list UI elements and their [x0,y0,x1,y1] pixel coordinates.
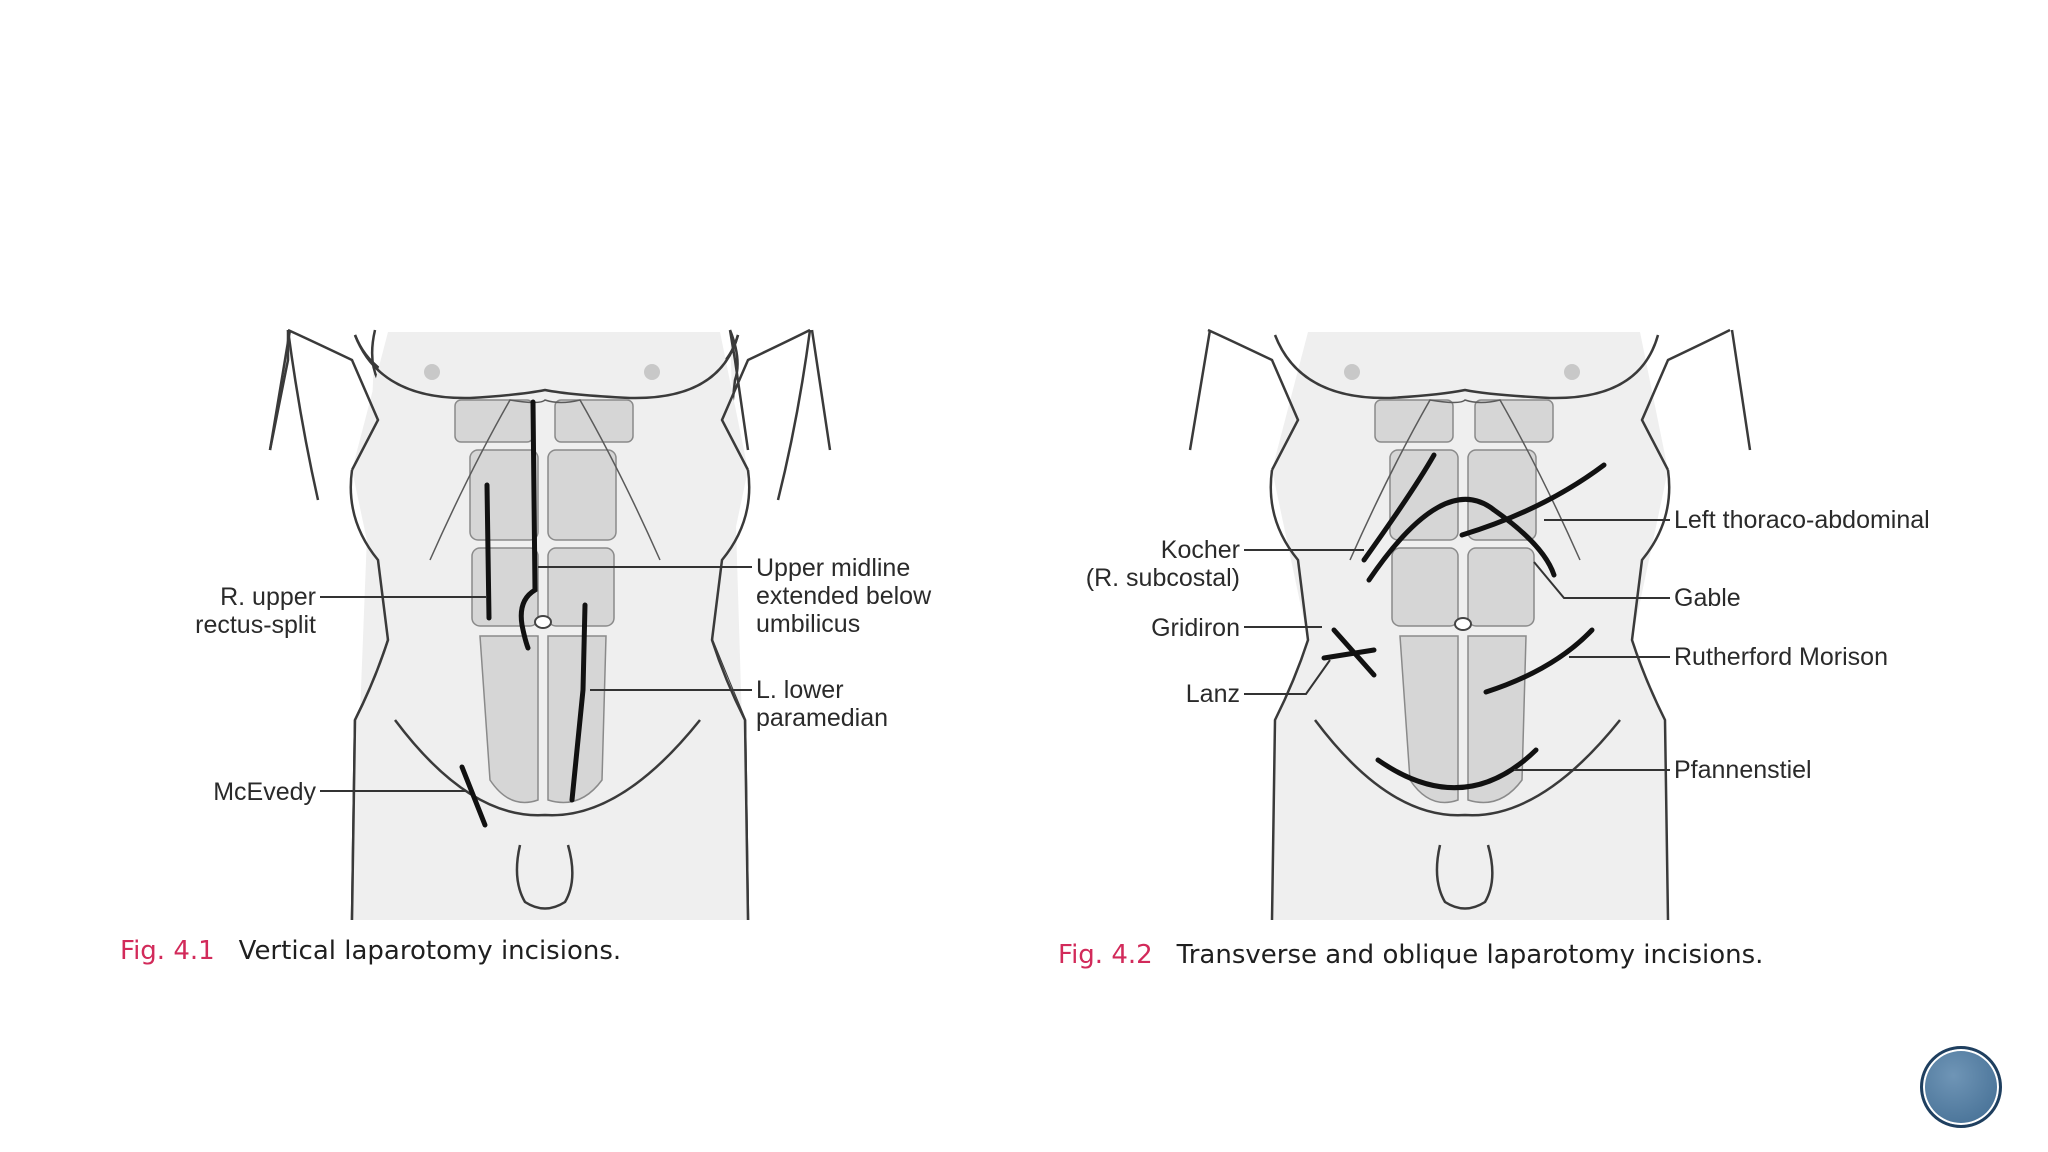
right-arm [776,329,812,501]
incisions-vertical [459,399,588,828]
label-upper-midline-2: extended below [756,582,932,610]
label-upper-midline-3: umbilicus [756,610,860,638]
label-kocher-1: Kocher [1161,536,1240,564]
caption-fig-4-1: Fig. 4.1 Vertical laparotomy incisions. [120,936,621,966]
costal-margin-2 [1349,399,1581,561]
umbilicus-2 [1454,617,1472,631]
incision-mcevedy [459,764,488,828]
incision-pfannenstiel [1375,747,1539,791]
rectus-muscles-2 [1374,399,1554,804]
figure-vertical-incisions: R. upper rectus-split Upper midline exte… [120,328,932,966]
body-silhouette [268,329,750,921]
incision-upper-midline [518,399,538,651]
label-mcevedy: McEvedy [213,778,316,806]
label-r-upper-1: R. upper [220,583,316,611]
leader-lines-1 [320,566,752,792]
slide-nav-badge[interactable] [1920,1046,2002,1128]
label-gridiron: Gridiron [1151,614,1240,642]
incision-gable [1366,496,1557,583]
leader-lines-2 [1244,519,1670,771]
incision-kocher [1361,452,1437,563]
caption-fig-4-2: Fig. 4.2 Transverse and oblique laparotom… [1058,940,1763,970]
caption-number-2: Fig. 4.2 [1058,940,1153,970]
incision-r-upper-rectus [484,482,492,621]
label-left-thoraco: Left thoraco-abdominal [1674,506,1930,534]
left-nipple-2 [1344,364,1360,380]
label-gable: Gable [1674,584,1741,612]
label-lanz: Lanz [1186,680,1240,708]
costal-margin [429,399,661,561]
label-pfannenstiel: Pfannenstiel [1674,756,1812,784]
label-kocher-2: (R. subcostal) [1086,564,1240,592]
right-nipple-2 [1564,364,1580,380]
torso-diagram-2: Kocher (R. subcostal) Gridiron Lanz Left… [1086,328,1930,921]
label-r-upper-2: rectus-split [195,611,316,639]
torso-diagram-1: R. upper rectus-split Upper midline exte… [195,328,932,921]
umbilicus [534,615,552,629]
figure-transverse-incisions: Kocher (R. subcostal) Gridiron Lanz Left… [1024,0,2048,1152]
incision-rutherford [1483,627,1595,695]
label-l-lower-1: L. lower [756,676,844,704]
left-arm [286,329,320,501]
caption-text: Vertical laparotomy incisions. [238,936,622,966]
caption-number: Fig. 4.1 [120,936,215,966]
incision-gridiron-2 [1321,647,1377,661]
left-nipple [424,364,440,380]
caption-text-2: Transverse and oblique laparotomy incisi… [1176,940,1764,970]
incision-left-thoraco [1459,462,1607,538]
label-rutherford: Rutherford Morison [1674,643,1888,671]
right-nipple [644,364,660,380]
label-upper-midline-1: Upper midline [756,554,910,582]
incisions-transverse [1321,452,1607,791]
label-l-lower-2: paramedian [756,704,888,732]
incision-l-lower-paramedian [569,602,588,803]
